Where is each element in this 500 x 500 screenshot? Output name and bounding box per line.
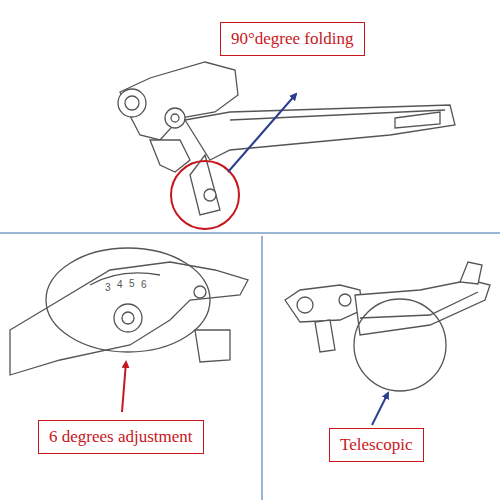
dial-number: 3 (104, 283, 112, 293)
dial-number: 4 (116, 280, 124, 290)
dial-number: 6 (140, 280, 148, 290)
callout-text: 6 degrees adjustment (49, 427, 193, 447)
callout-box: Telescopic (329, 428, 424, 462)
callout-box: 6 degrees adjustment (38, 420, 204, 454)
dial-number: 5 (128, 279, 136, 289)
callout-text: Telescopic (340, 435, 413, 455)
callout-text: 90°degree folding (231, 29, 354, 49)
callout-box: 90°degree folding (220, 22, 365, 56)
